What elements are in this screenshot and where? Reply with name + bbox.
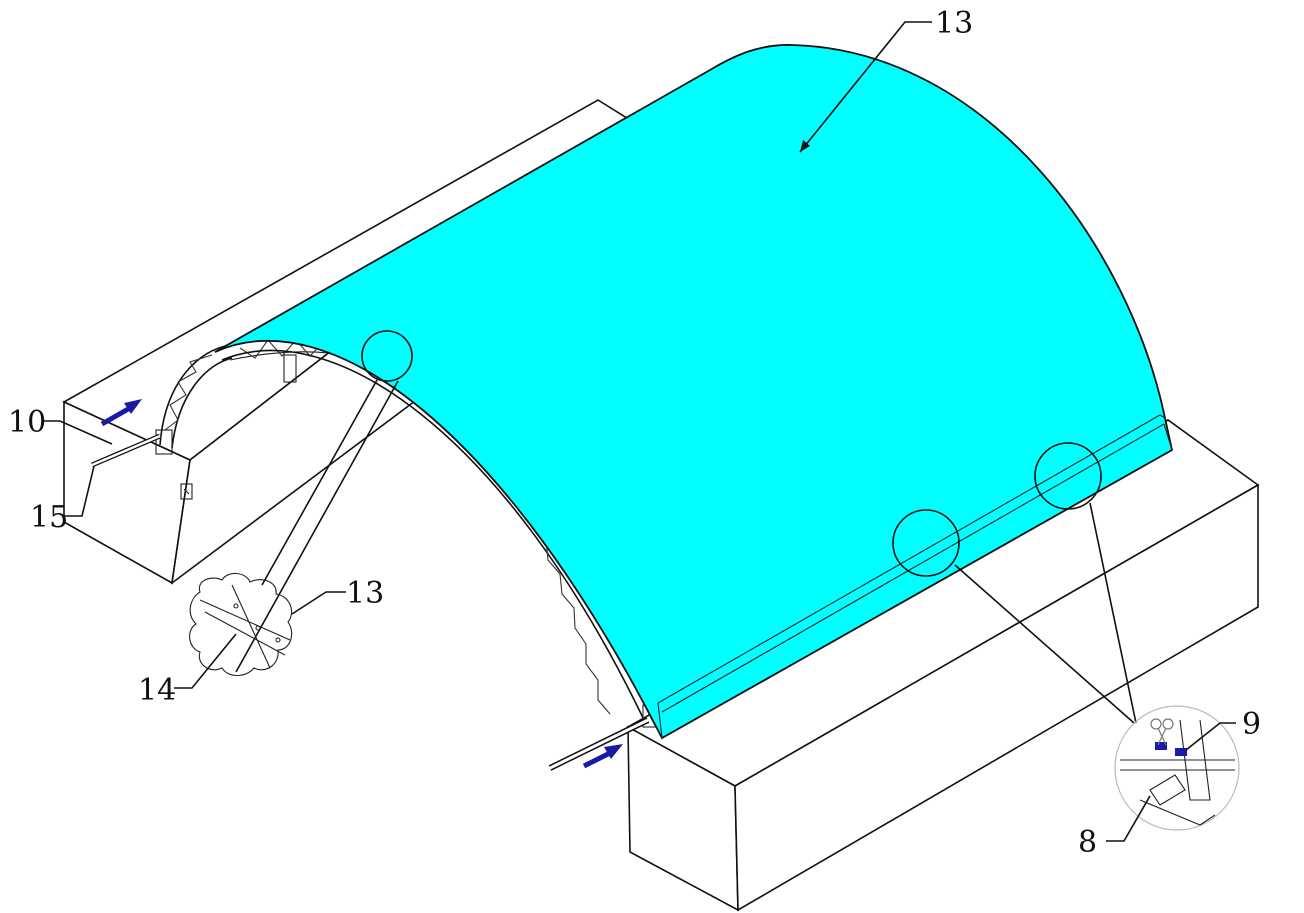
detail-markers [235, 330, 1137, 724]
detail-circle-frame [361, 330, 413, 382]
detail-view-frame [189, 572, 293, 677]
detail-circle-clip-a [892, 509, 960, 577]
flow-arrows [100, 399, 623, 769]
label-pipe-end: 15 [30, 500, 68, 535]
reference-labels: 13 10 15 13 14 9 8 [8, 6, 1261, 860]
label-detail-frame: 14 [138, 673, 176, 708]
label-pipe: 10 [8, 405, 46, 440]
arrow-icon [100, 399, 142, 427]
label-detail-cover: 13 [346, 576, 384, 611]
cover-membrane [214, 44, 1174, 740]
inlet-pipes [91, 433, 650, 771]
cover-surface [214, 44, 1174, 740]
label-leaders [44, 21, 1236, 842]
detail-circle-clip-b [1034, 442, 1102, 510]
arrow-icon [582, 744, 623, 769]
label-cover-top: 13 [935, 6, 973, 41]
label-clip-upper: 9 [1242, 707, 1261, 742]
label-clip-lower: 8 [1078, 825, 1097, 860]
scissors-icon [1150, 718, 1174, 746]
detail-view-clip [1114, 705, 1240, 831]
